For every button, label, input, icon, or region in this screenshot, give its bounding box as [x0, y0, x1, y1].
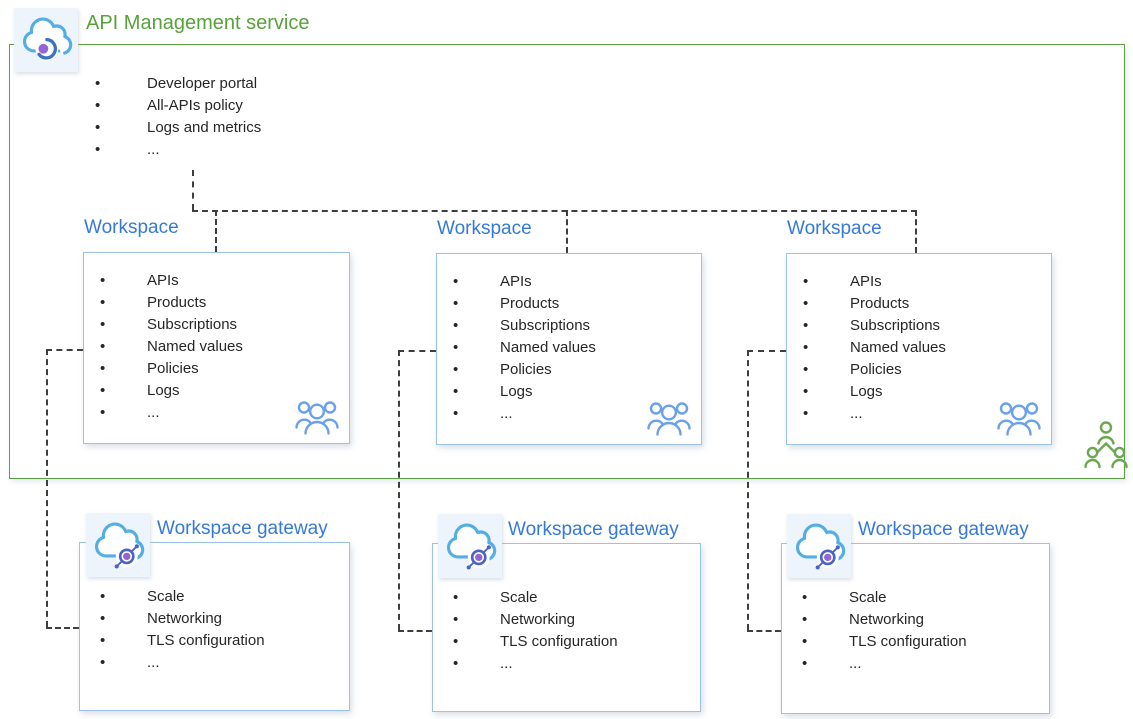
connector-line: [192, 210, 917, 212]
workspace-card: APIsProductsSubscriptionsNamed valuesPol…: [786, 253, 1052, 445]
connector-line: [215, 210, 217, 252]
list-item: Subscriptions: [453, 315, 596, 337]
connector-line: [747, 350, 749, 630]
list-item: Named values: [453, 337, 596, 359]
workspace-title: Workspace: [437, 218, 532, 239]
team-icon: [647, 402, 691, 436]
list-item: Networking: [453, 609, 618, 631]
workspace-gateway-icon: [787, 514, 851, 578]
list-item: Scale: [100, 586, 265, 608]
connector-line: [398, 350, 436, 352]
list-item: Networking: [100, 608, 265, 630]
workspace-feature-list: APIsProductsSubscriptionsNamed valuesPol…: [803, 271, 946, 425]
list-item: APIs: [803, 271, 946, 293]
list-item: ...: [95, 139, 261, 161]
connector-line: [915, 210, 917, 253]
service-feature-list: Developer portalAll-APIs policyLogs and …: [95, 73, 261, 161]
gateway-feature-list: ScaleNetworkingTLS configuration...: [453, 587, 618, 675]
list-item: Subscriptions: [803, 315, 946, 337]
list-item: Logs: [803, 381, 946, 403]
list-item: Named values: [803, 337, 946, 359]
api-management-icon: [14, 8, 78, 72]
service-title: API Management service: [86, 12, 310, 34]
workspace-feature-list: APIsProductsSubscriptionsNamed valuesPol…: [453, 271, 596, 425]
connector-line: [192, 170, 194, 210]
workspace-gateway-icon: [438, 514, 502, 578]
list-item: Products: [803, 293, 946, 315]
connector-line: [747, 630, 781, 632]
workspace-title: Workspace: [84, 217, 179, 238]
gateway-title: Workspace gateway: [508, 519, 679, 540]
list-item: APIs: [100, 270, 243, 292]
list-item: APIs: [453, 271, 596, 293]
workspace-title: Workspace: [787, 218, 882, 239]
list-item: All-APIs policy: [95, 95, 261, 117]
connector-line: [46, 627, 79, 629]
list-item: Products: [100, 292, 243, 314]
list-item: ...: [453, 653, 618, 675]
list-item: Developer portal: [95, 73, 261, 95]
list-item: ...: [100, 402, 243, 424]
workspace-card: APIsProductsSubscriptionsNamed valuesPol…: [436, 253, 702, 445]
gateway-title: Workspace gateway: [858, 519, 1029, 540]
list-item: Policies: [453, 359, 596, 381]
list-item: ...: [453, 403, 596, 425]
connector-line: [46, 349, 48, 627]
workspace-gateway-icon: [86, 513, 150, 577]
team-icon: [997, 402, 1041, 436]
org-people-icon: [1084, 421, 1128, 469]
list-item: TLS configuration: [100, 630, 265, 652]
gateway-feature-list: ScaleNetworkingTLS configuration...: [100, 586, 265, 674]
gateway-feature-list: ScaleNetworkingTLS configuration...: [802, 587, 967, 675]
list-item: ...: [802, 653, 967, 675]
connector-line: [566, 210, 568, 253]
list-item: Policies: [803, 359, 946, 381]
list-item: ...: [100, 652, 265, 674]
list-item: Logs and metrics: [95, 117, 261, 139]
connector-line: [747, 350, 786, 352]
workspace-card: APIsProductsSubscriptionsNamed valuesPol…: [83, 252, 350, 444]
list-item: Subscriptions: [100, 314, 243, 336]
list-item: Scale: [802, 587, 967, 609]
connector-line: [398, 350, 400, 630]
workspace-feature-list: APIsProductsSubscriptionsNamed valuesPol…: [100, 270, 243, 424]
list-item: Scale: [453, 587, 618, 609]
connector-line: [46, 349, 83, 351]
gateway-title: Workspace gateway: [157, 518, 328, 539]
list-item: Named values: [100, 336, 243, 358]
list-item: Policies: [100, 358, 243, 380]
list-item: Logs: [100, 380, 243, 402]
list-item: ...: [803, 403, 946, 425]
list-item: Logs: [453, 381, 596, 403]
list-item: Products: [453, 293, 596, 315]
list-item: Networking: [802, 609, 967, 631]
list-item: TLS configuration: [453, 631, 618, 653]
connector-line: [398, 630, 432, 632]
list-item: TLS configuration: [802, 631, 967, 653]
team-icon: [295, 401, 339, 435]
